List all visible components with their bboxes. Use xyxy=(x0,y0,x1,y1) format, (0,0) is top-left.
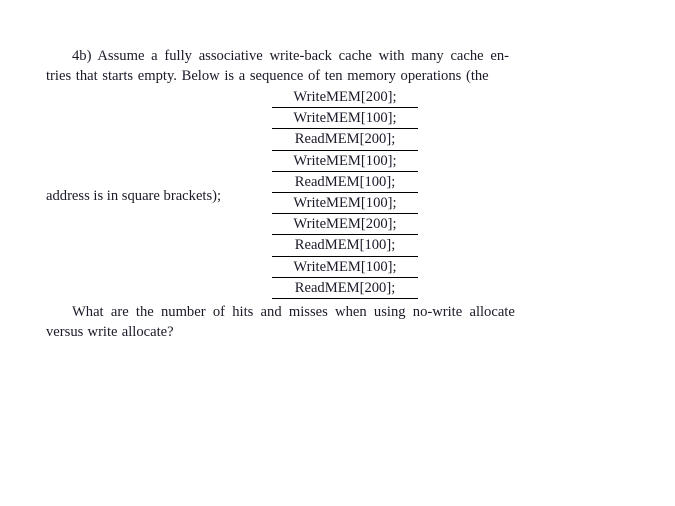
operation-cell: ReadMEM[200]; xyxy=(272,128,418,151)
table-row: ReadMEM[200]; xyxy=(272,128,418,151)
table-row: WriteMEM[200]; xyxy=(272,213,418,236)
operation-cell: WriteMEM[100]; xyxy=(272,150,418,172)
memory-operations-body: WriteMEM[200]; WriteMEM[100]; ReadMEM[20… xyxy=(272,87,418,300)
operation-cell: WriteMEM[100]; xyxy=(272,192,418,215)
intro-paragraph: 4b) Assume a fully associative write-bac… xyxy=(46,46,630,87)
intro-line-2: tries that starts empty. Below is a sequ… xyxy=(46,68,489,85)
operation-cell: WriteMEM[200]; xyxy=(272,87,418,109)
table-row: WriteMEM[200]; xyxy=(272,87,418,109)
question-paragraph: What are the number of hits and misses w… xyxy=(46,302,630,343)
operation-cell: ReadMEM[100]; xyxy=(272,234,418,257)
intro-line-1: 4b) Assume a fully associative write-bac… xyxy=(72,48,510,64)
table-row: WriteMEM[100]; xyxy=(272,192,418,215)
operation-cell: ReadMEM[100]; xyxy=(272,171,418,194)
table-row: WriteMEM[100]; xyxy=(272,150,418,172)
operation-cell: ReadMEM[200]; xyxy=(272,277,418,300)
question-line-2: versus write allocate? xyxy=(46,324,174,341)
operation-cell: WriteMEM[200]; xyxy=(272,213,418,236)
table-row: WriteMEM[100]; xyxy=(272,107,418,130)
operation-cell: WriteMEM[100]; xyxy=(272,107,418,130)
question-line-1: What are the number of hits and misses w… xyxy=(72,304,515,320)
table-row: ReadMEM[100]; xyxy=(272,171,418,194)
operation-cell: WriteMEM[100]; xyxy=(272,256,418,278)
memory-operations-table: WriteMEM[200]; WriteMEM[100]; ReadMEM[20… xyxy=(272,87,418,300)
lead-in-text: address is in square brackets); xyxy=(46,188,222,204)
table-row: ReadMEM[200]; xyxy=(272,277,418,300)
table-row: ReadMEM[100]; xyxy=(272,234,418,257)
table-row: WriteMEM[100]; xyxy=(272,256,418,278)
